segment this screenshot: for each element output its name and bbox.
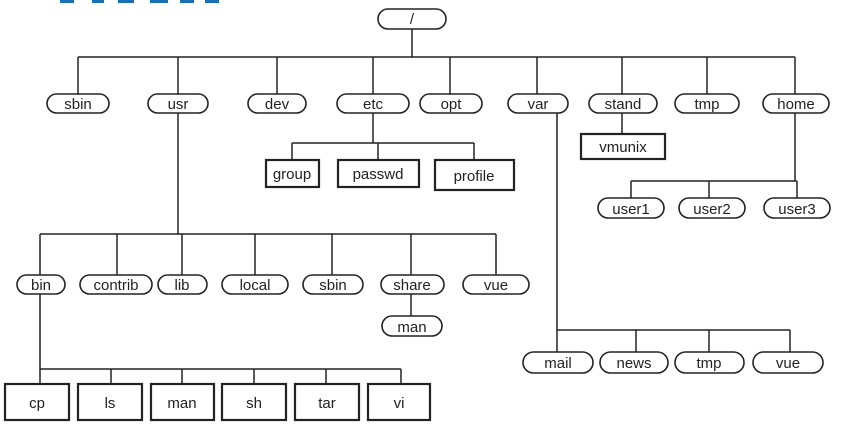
node-group: group	[264, 158, 321, 189]
node-vmunix: vmunix	[579, 132, 667, 161]
node-etc-label: etc	[363, 96, 384, 113]
node-home-label: home	[777, 96, 815, 113]
node-contrib-label: contrib	[93, 277, 138, 294]
node-cp: cp	[3, 382, 71, 422]
node-usr-sbin-label: sbin	[319, 277, 347, 294]
node-tmp-label: tmp	[694, 96, 719, 113]
node-group-label: group	[273, 166, 311, 183]
node-var-tmp: tmp	[674, 351, 745, 374]
node-var-label: var	[528, 96, 549, 113]
node-local-label: local	[240, 277, 271, 294]
node-bin: bin	[16, 274, 66, 295]
node-local: local	[221, 274, 289, 295]
node-share-label: share	[393, 277, 431, 294]
node-bin-man: man	[149, 382, 216, 422]
node-usr: usr	[147, 93, 209, 114]
node-vi-label: vi	[394, 395, 405, 412]
node-bin-man-label: man	[167, 395, 196, 412]
node-home: home	[762, 93, 830, 114]
node-stand-label: stand	[605, 96, 642, 113]
node-tmp: tmp	[674, 93, 740, 114]
node-passwd-label: passwd	[353, 166, 404, 183]
node-sbin: sbin	[46, 93, 110, 114]
node-lib: lib	[157, 274, 208, 295]
node-user3: user3	[763, 197, 831, 219]
node-mail: mail	[522, 351, 594, 374]
node-profile: profile	[433, 158, 516, 192]
node-cp-label: cp	[29, 395, 45, 412]
node-var-vue-label: vue	[776, 355, 800, 372]
node-user2-label: user2	[693, 201, 731, 218]
node-sbin-label: sbin	[64, 96, 92, 113]
node-opt: opt	[419, 93, 483, 114]
node-tar-label: tar	[318, 395, 336, 412]
node-share-man-label: man	[397, 319, 426, 336]
node-root: /	[377, 8, 447, 30]
tree-edges	[39, 29, 798, 384]
node-stand: stand	[588, 93, 658, 114]
node-usr-vue: vue	[462, 274, 530, 295]
node-dev: dev	[247, 93, 307, 114]
node-contrib: contrib	[79, 274, 153, 295]
node-lib-label: lib	[174, 277, 189, 294]
node-news: news	[599, 351, 669, 374]
node-var: var	[507, 93, 569, 114]
node-mail-label: mail	[544, 355, 572, 372]
node-passwd: passwd	[336, 158, 421, 189]
node-user1: user1	[597, 197, 665, 219]
node-vi: vi	[366, 382, 432, 422]
node-vmunix-label: vmunix	[599, 139, 647, 156]
node-news-label: news	[616, 355, 651, 372]
node-sh: sh	[220, 382, 288, 422]
node-user1-label: user1	[612, 201, 650, 218]
node-ls: ls	[76, 382, 144, 422]
node-opt-label: opt	[441, 96, 463, 113]
node-share-man: man	[381, 315, 443, 337]
node-usr-vue-label: vue	[484, 277, 508, 294]
node-usr-label: usr	[168, 96, 189, 113]
node-dev-label: dev	[265, 96, 290, 113]
node-var-vue: vue	[752, 351, 824, 374]
node-ls-label: ls	[105, 395, 116, 412]
node-root-label: /	[410, 11, 415, 28]
cropped-header-text	[60, 0, 219, 3]
node-var-tmp-label: tmp	[696, 355, 721, 372]
node-bin-label: bin	[31, 277, 51, 294]
node-user2: user2	[678, 197, 746, 219]
node-user3-label: user3	[778, 201, 816, 218]
node-usr-sbin: sbin	[302, 274, 364, 295]
node-tar: tar	[293, 382, 361, 422]
node-etc: etc	[336, 93, 410, 114]
node-profile-label: profile	[454, 168, 495, 185]
node-share: share	[380, 274, 445, 295]
node-sh-label: sh	[246, 395, 262, 412]
